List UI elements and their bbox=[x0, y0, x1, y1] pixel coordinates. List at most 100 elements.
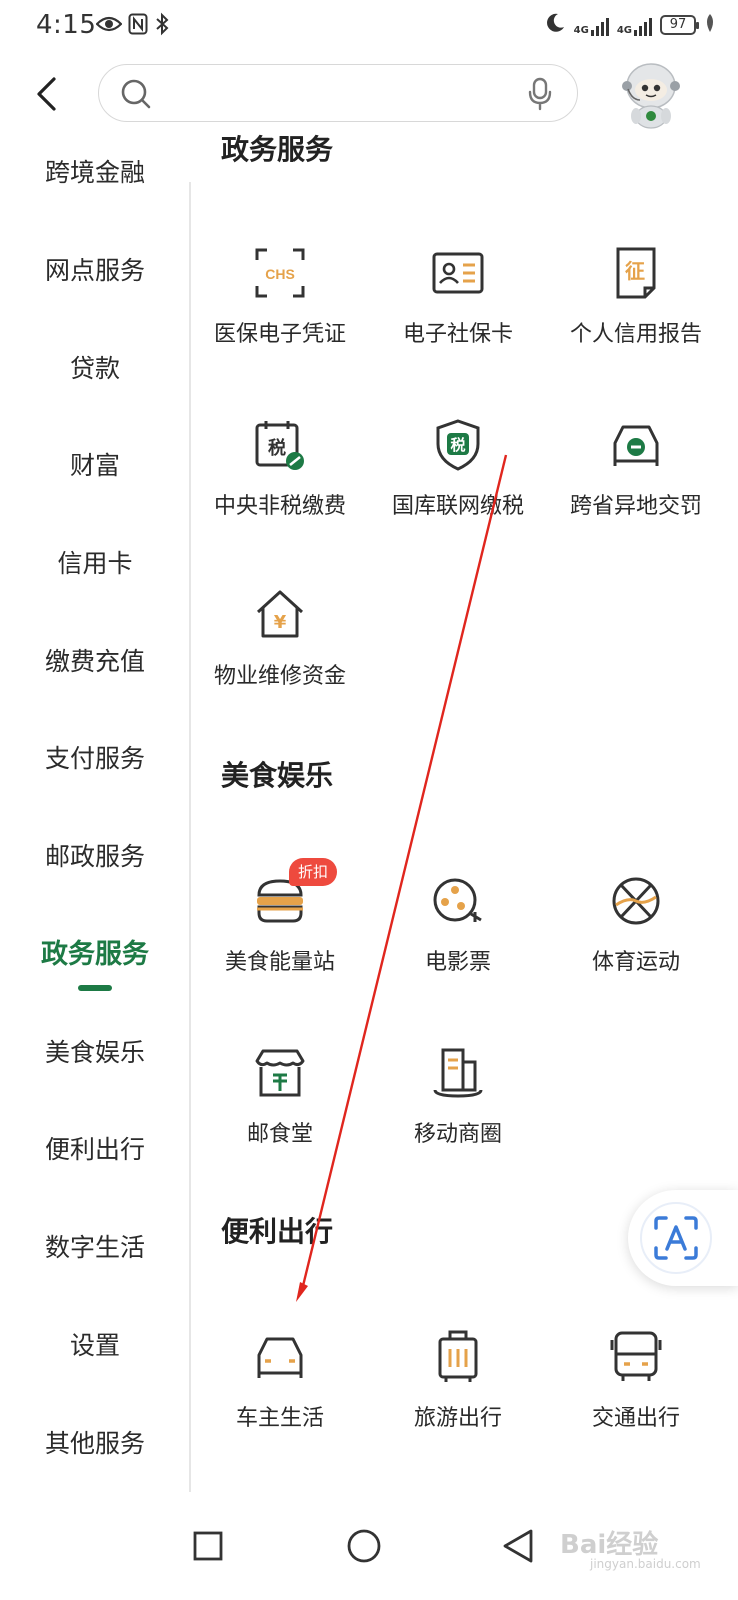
microphone-icon[interactable] bbox=[527, 77, 553, 115]
signal-icon-1: 4G bbox=[574, 14, 609, 36]
service-label: 物业维修资金 bbox=[213, 664, 346, 689]
sidebar-item-outlet-service[interactable]: 网点服务 bbox=[44, 256, 145, 285]
service-label: 体育运动 bbox=[591, 950, 680, 975]
film-reel-icon bbox=[429, 872, 487, 930]
sidebar-item-government-service[interactable]: 政务服务 bbox=[41, 939, 149, 970]
credit-report-icon: 征 bbox=[607, 244, 665, 302]
service-label: 车主生活 bbox=[235, 1406, 324, 1431]
luggage-icon bbox=[429, 1328, 487, 1386]
service-tourism-travel[interactable]: 旅游出行 bbox=[367, 1328, 549, 1458]
tax-shield-icon: 税 bbox=[429, 416, 487, 474]
service-personal-credit-report[interactable]: 征 个人信用报告 bbox=[545, 244, 727, 374]
status-bar: 4:15 4G 4G 97 bbox=[0, 0, 738, 52]
building-icon bbox=[429, 1044, 487, 1102]
search-input[interactable] bbox=[161, 75, 501, 111]
eye-icon bbox=[95, 14, 123, 38]
moon-icon bbox=[544, 12, 566, 38]
header bbox=[0, 60, 738, 130]
svg-text:税: 税 bbox=[268, 437, 286, 459]
section-title-government: 政务服务 bbox=[221, 133, 334, 166]
sidebar-item-wealth[interactable]: 财富 bbox=[69, 451, 120, 480]
service-e-social-security-card[interactable]: 电子社保卡 bbox=[367, 244, 549, 374]
service-medical-insurance-voucher[interactable]: CHS 医保电子凭证 bbox=[191, 244, 371, 374]
car-icon bbox=[251, 1328, 309, 1386]
svg-text:¥: ¥ bbox=[274, 612, 287, 633]
sidebar-item-postal-service[interactable]: 邮政服务 bbox=[44, 842, 145, 871]
service-cross-province-traffic-fine[interactable]: 跨省异地交罚 bbox=[545, 416, 727, 546]
canteen-icon bbox=[251, 1044, 309, 1102]
chevron-left-icon bbox=[37, 77, 56, 111]
circle-icon bbox=[347, 1529, 381, 1563]
bluetooth-icon bbox=[154, 12, 170, 40]
service-label: 电影票 bbox=[424, 950, 491, 975]
service-transportation[interactable]: 交通出行 bbox=[545, 1328, 727, 1458]
sidebar-item-settings[interactable]: 设置 bbox=[69, 1331, 120, 1360]
battery-indicator: 97 bbox=[660, 15, 699, 35]
traffic-fine-icon bbox=[607, 416, 665, 474]
service-label: 旅游出行 bbox=[413, 1406, 502, 1431]
service-food-energy-station[interactable]: 折扣 美食能量站 bbox=[191, 858, 371, 1002]
baidu-jingyan-watermark: Bai经验 jingyan.baidu.com bbox=[560, 1530, 701, 1571]
service-sports[interactable]: 体育运动 bbox=[545, 872, 727, 1002]
sidebar-item-convenient-travel[interactable]: 便利出行 bbox=[44, 1135, 145, 1164]
service-label: 个人信用报告 bbox=[569, 322, 702, 347]
search-icon bbox=[119, 77, 153, 115]
svg-text:征: 征 bbox=[625, 259, 645, 283]
sidebar-item-cross-border-finance[interactable]: 跨境金融 bbox=[44, 158, 145, 187]
service-content: 政务服务 CHS 医保电子凭证 电子社保卡 征 bbox=[191, 130, 738, 1510]
property-fund-icon: ¥ bbox=[251, 586, 309, 644]
section-title-food-entertainment: 美食娱乐 bbox=[221, 759, 334, 792]
leaf-icon bbox=[704, 13, 716, 37]
sidebar-item-food-entertainment[interactable]: 美食娱乐 bbox=[44, 1038, 145, 1067]
service-treasury-tax-payment[interactable]: 税 国库联网缴税 bbox=[367, 416, 549, 546]
tax-calendar-icon: 税 bbox=[251, 416, 309, 474]
service-postal-canteen[interactable]: 邮食堂 bbox=[191, 1044, 371, 1174]
status-right-icons: 4G 4G 97 bbox=[544, 12, 716, 38]
service-movie-tickets[interactable]: 电影票 bbox=[367, 872, 549, 1002]
sidebar-item-credit-card[interactable]: 信用卡 bbox=[57, 549, 133, 578]
status-left-icons bbox=[95, 12, 170, 40]
service-label: 电子社保卡 bbox=[402, 322, 513, 347]
sidebar-item-other-services[interactable]: 其他服务 bbox=[44, 1429, 145, 1458]
svg-text:CHS: CHS bbox=[265, 266, 295, 282]
section-title-convenient-travel: 便利出行 bbox=[221, 1215, 334, 1248]
service-label: 邮食堂 bbox=[246, 1122, 313, 1147]
back-nav-button[interactable] bbox=[488, 1516, 548, 1576]
service-car-owner-life[interactable]: 车主生活 bbox=[191, 1328, 371, 1458]
category-sidebar: 跨境金融 网点服务 贷款 财富 信用卡 缴费充值 支付服务 邮政服务 政务服务 … bbox=[0, 130, 190, 1510]
service-central-non-tax-payment[interactable]: 税 中央非税缴费 bbox=[191, 416, 371, 546]
back-button[interactable] bbox=[24, 66, 68, 122]
square-icon bbox=[193, 1531, 223, 1561]
robot-assistant-avatar[interactable] bbox=[614, 56, 688, 130]
chs-icon: CHS bbox=[251, 244, 309, 302]
floating-text-recognition-button[interactable] bbox=[628, 1190, 738, 1286]
service-label: 交通出行 bbox=[591, 1406, 680, 1431]
service-label: 跨省异地交罚 bbox=[569, 494, 702, 519]
triangle-back-icon bbox=[503, 1529, 533, 1563]
svg-text:税: 税 bbox=[450, 436, 465, 454]
home-button[interactable] bbox=[334, 1516, 394, 1576]
sidebar-item-payment-recharge[interactable]: 缴费充值 bbox=[44, 647, 145, 676]
service-label: 医保电子凭证 bbox=[213, 322, 346, 347]
service-label: 美食能量站 bbox=[224, 950, 335, 975]
system-navigation-bar: Bai经验 jingyan.baidu.com bbox=[0, 1494, 738, 1600]
service-label: 中央非税缴费 bbox=[213, 494, 346, 519]
text-scan-icon bbox=[640, 1202, 712, 1274]
service-label: 移动商圈 bbox=[413, 1122, 502, 1147]
sidebar-item-loans[interactable]: 贷款 bbox=[69, 354, 120, 383]
service-label: 国库联网缴税 bbox=[391, 494, 524, 519]
sidebar-item-payment-service[interactable]: 支付服务 bbox=[44, 744, 145, 773]
recent-apps-button[interactable] bbox=[178, 1516, 238, 1576]
id-card-icon bbox=[429, 244, 487, 302]
service-property-maintenance-fund[interactable]: ¥ 物业维修资金 bbox=[191, 586, 371, 716]
sidebar-divider bbox=[189, 182, 191, 1492]
signal-icon-2: 4G bbox=[617, 14, 652, 36]
basketball-icon bbox=[607, 872, 665, 930]
service-mobile-business-district[interactable]: 移动商圈 bbox=[367, 1044, 549, 1174]
search-box[interactable] bbox=[98, 64, 578, 122]
discount-badge: 折扣 bbox=[289, 858, 338, 886]
bus-icon bbox=[607, 1328, 665, 1386]
sidebar-item-digital-life[interactable]: 数字生活 bbox=[44, 1233, 145, 1262]
sidebar-active-indicator bbox=[78, 985, 112, 991]
status-time: 4:15 bbox=[36, 10, 97, 40]
